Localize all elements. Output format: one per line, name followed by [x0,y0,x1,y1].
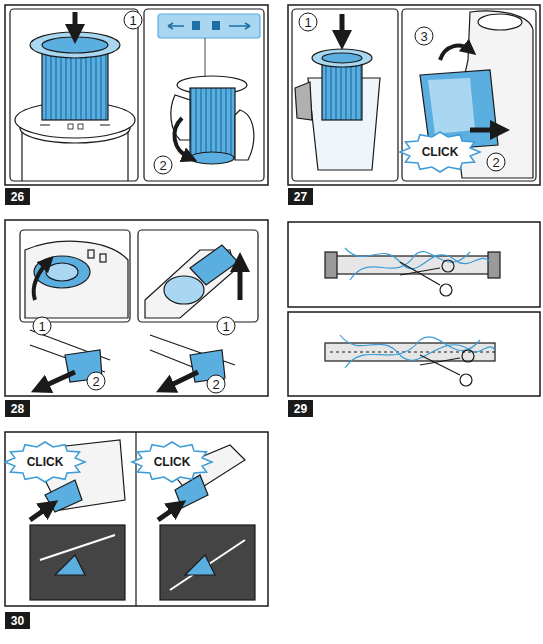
figure-number: 27 [288,188,313,205]
figure-26 [158,14,260,38]
figure-27 [322,53,362,63]
figure-26 [174,118,190,158]
figure-26 [212,21,220,30]
figure-26 [168,23,250,29]
click-burst [5,132,480,482]
figure-27 [340,14,345,40]
figure-number: 29 [288,400,313,417]
figure-27 [440,46,470,60]
click-callout: CLICK [420,145,461,159]
callout-number: 2 [87,372,106,391]
figure-28 [5,220,268,396]
figure-28 [46,263,78,281]
figure-30 [40,535,115,560]
figure-29 [325,252,337,278]
figure-29 [350,252,470,280]
figure-29 [400,262,440,285]
figure-29 [345,337,480,368]
callout-number: 3 [415,27,434,46]
figure-29 [462,350,474,362]
callout-number: 1 [299,13,318,32]
figure-30 [170,540,245,590]
figure-29 [442,260,454,272]
figure-27 [292,9,398,181]
figure-28 [34,262,48,300]
figure-27 [295,82,312,120]
figure-28 [100,254,106,262]
click-callout: CLICK [152,455,193,469]
figure-28 [138,230,258,322]
figure-28 [5,220,268,396]
figure-28 [165,372,198,388]
callout-number: 1 [217,317,236,336]
figure-28 [40,372,75,388]
figure-28 [238,262,243,300]
figure-26 [30,32,120,58]
figure-29 [288,312,540,396]
figure-30 [5,432,268,606]
figure-28 [34,256,90,288]
figure-28 [20,230,130,322]
figure-26 [144,9,264,181]
figure-26 [73,12,78,34]
figure-26 [190,152,234,164]
callout-number: 1 [33,317,52,336]
figure-26 [190,88,235,158]
figure-30 [158,506,178,520]
figure-29 [330,351,495,352]
figure-27 [288,5,540,185]
figure-26 [42,37,108,53]
figure-27 [470,128,500,133]
figure-29 [460,374,472,386]
callout-number: 2 [154,156,173,175]
figure-29 [440,284,452,296]
figure-26 [5,5,268,185]
figure-29 [345,248,490,269]
figure-26 [78,124,83,129]
figure-28 [25,241,128,318]
figure-30 [30,525,125,600]
figure-number: 26 [5,188,30,205]
figure-26 [40,125,110,126]
callout-number: 2 [207,375,226,394]
figure-28 [88,250,94,258]
click-callout: CLICK [25,455,66,469]
figure-30 [30,506,50,520]
figure-26 [192,21,200,30]
figure-30 [185,555,215,575]
figure-26 [205,38,206,78]
click-burst [400,132,480,172]
figure-29 [288,222,540,307]
figure-26 [5,5,268,185]
figure-27 [428,78,475,134]
figure-30 [5,432,268,606]
figure-27 [312,49,372,67]
figure-29 [420,355,460,375]
figure-30 [55,555,85,575]
figure-26 [10,9,138,181]
figure-27 [478,14,522,30]
figure-29 [325,343,495,361]
figure-26 [168,25,250,27]
figure-26 [68,124,73,129]
callout-number: 2 [487,153,506,172]
figure-29 [488,252,500,278]
figure-number: 28 [5,400,30,417]
click-burst [5,442,85,482]
figure-30 [160,525,255,600]
figure-27 [288,5,540,185]
figure-30 [135,432,136,606]
figure-26 [235,110,254,160]
click-burst [132,442,212,482]
figure-number: 30 [5,612,30,629]
figure-29 [288,222,540,396]
figure-28 [164,276,204,304]
callout-number: 1 [124,11,143,30]
